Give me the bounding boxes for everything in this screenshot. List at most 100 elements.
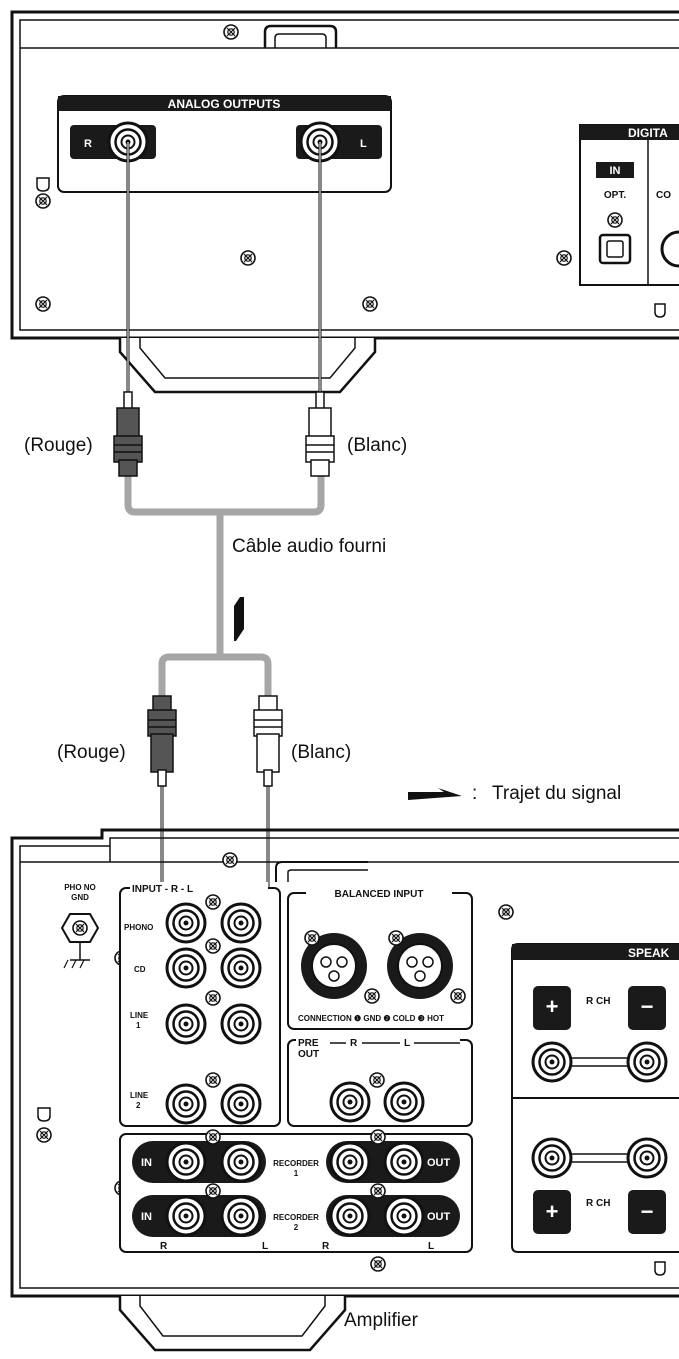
input-cd-l-jack[interactable] [220, 947, 262, 989]
coaxial-port[interactable] [660, 230, 679, 268]
speaker-minus-top-label: − [641, 994, 654, 1019]
recorder-l-label-left: L [262, 1241, 268, 1252]
xlr-jack-r[interactable] [301, 933, 367, 999]
top-red-label: (Rouge) [24, 435, 93, 456]
amplifier-rear-panel: PHO NO GND INPUT - R - L PHONO CD LINE 1… [10, 828, 679, 1352]
screw-icon [205, 1129, 221, 1145]
rec2-in-r-jack[interactable] [165, 1195, 207, 1237]
signal-arrow-down-icon [234, 597, 250, 641]
amplifier-label: Amplifier [344, 1310, 419, 1331]
balanced-input-panel: BALANCED INPUT R L CONNECTION ❶ GND [287, 886, 473, 1030]
input-line2-r-jack[interactable] [165, 1083, 207, 1125]
screw-icon [369, 1072, 385, 1088]
signal-path-legend: : Trajet du signal [408, 783, 621, 804]
input-line2-l-jack[interactable] [220, 1083, 262, 1125]
rec2-out-l-jack[interactable] [383, 1195, 425, 1237]
rec2-out-label: OUT [427, 1211, 451, 1223]
jack-r-label: R [84, 138, 92, 150]
rec1-out-label: OUT [427, 1157, 451, 1169]
legend-signal-path-label: Trajet du signal [492, 783, 621, 804]
phono-gnd-label-1: PHO NO [64, 883, 96, 892]
ground-symbol-icon [654, 1261, 666, 1276]
phono-ground-terminal[interactable]: PHO NO GND [60, 883, 100, 969]
rec1-out-l-jack[interactable] [383, 1141, 425, 1183]
screw-icon [240, 250, 256, 266]
screw-icon [205, 938, 221, 954]
digital-panel: DIGITA IN OPT. CO [579, 124, 679, 318]
recorder-r-label-left: R [160, 1241, 168, 1252]
speaker-minus-top-terminal[interactable] [626, 1041, 668, 1083]
rec1-in-r-jack[interactable] [165, 1141, 207, 1183]
balanced-input-title: BALANCED INPUT [335, 889, 424, 900]
pre-out-r-label: R [350, 1038, 358, 1049]
recorder-panel: IN IN OUT OUT RECORDER 1 RECORDER 2 R L … [119, 1129, 473, 1253]
screw-icon [370, 1183, 386, 1199]
speaker-plus-top-terminal[interactable] [531, 1041, 573, 1083]
speaker-rch-top-label: R CH [586, 996, 610, 1007]
screw-icon [607, 212, 623, 228]
screw-icon [223, 24, 239, 40]
optical-port[interactable] [598, 233, 632, 265]
pre-out-panel: PRE OUT R L [287, 1034, 473, 1127]
screw-icon [364, 988, 380, 1004]
jack-l-label: L [360, 138, 367, 150]
player-foot [118, 338, 377, 394]
speaker-minus-bottom-label: − [641, 1199, 654, 1224]
pre-out-label-2: OUT [298, 1049, 319, 1060]
input-phono-r-jack[interactable] [165, 902, 207, 944]
digital-coax-label: CO [656, 190, 671, 201]
recorder1-label-a: RECORDER [273, 1159, 319, 1168]
digital-opt-label: OPT. [604, 190, 626, 201]
balanced-r-label: R [352, 925, 360, 937]
rec1-in-l-jack[interactable] [220, 1141, 262, 1183]
input-title: INPUT - R - L [132, 884, 193, 895]
plug-white-top [305, 391, 335, 477]
pre-out-r-jack[interactable] [329, 1081, 371, 1123]
signal-arrow-right-icon [408, 788, 462, 800]
cd-player-rear-panel: ANALOG OUTPUTS R L DIGITA IN OPT. CO [10, 10, 679, 394]
input-line1-label-a: LINE [130, 1011, 149, 1020]
input-line1-l-jack[interactable] [220, 1003, 262, 1045]
speaker-plus-bottom-label: + [546, 1199, 559, 1224]
input-phono-l-jack[interactable] [220, 902, 262, 944]
ground-symbol-icon [37, 1107, 51, 1122]
recorder2-label-b: 2 [294, 1223, 299, 1232]
input-line1-r-jack[interactable] [165, 1003, 207, 1045]
legend-colon: : [472, 783, 477, 804]
screw-icon [388, 930, 404, 946]
input-cd-r-jack[interactable] [165, 947, 207, 989]
screw-icon [498, 904, 514, 920]
screw-icon [556, 250, 572, 266]
recorder2-label-a: RECORDER [273, 1213, 319, 1222]
screw-icon [205, 1183, 221, 1199]
screw-icon [36, 1127, 52, 1143]
pre-out-l-jack[interactable] [383, 1081, 425, 1123]
rec2-in-label: IN [141, 1211, 152, 1223]
phono-gnd-label-2: GND [71, 893, 89, 902]
recorder-r-label-right: R [322, 1241, 330, 1252]
digital-in-label: IN [610, 165, 621, 177]
bottom-white-label: (Blanc) [291, 742, 351, 763]
screw-icon [222, 852, 238, 868]
input-line2-label-b: 2 [136, 1101, 141, 1110]
screw-icon [205, 990, 221, 1006]
screw-icon [205, 1072, 221, 1088]
speaker-plus-bottom-terminal[interactable] [531, 1137, 573, 1179]
pre-out-label-1: PRE [298, 1038, 319, 1049]
rec1-out-r-jack[interactable] [329, 1141, 371, 1183]
input-line2-label-a: LINE [130, 1091, 149, 1100]
rec2-in-l-jack[interactable] [220, 1195, 262, 1237]
rec2-out-r-jack[interactable] [329, 1195, 371, 1237]
screw-icon [370, 1256, 386, 1272]
cable-name-label: Câble audio fourni [232, 536, 386, 557]
analog-outputs-panel: ANALOG OUTPUTS R L [57, 95, 392, 193]
plug-red-bottom [147, 695, 177, 787]
plug-red-top [113, 391, 143, 477]
speaker-panel: SPEAK + − R CH + − R CH [511, 943, 679, 1253]
speaker-minus-bottom-terminal[interactable] [626, 1137, 668, 1179]
xlr-jack-l[interactable] [387, 933, 453, 999]
screw-icon [362, 296, 378, 312]
input-panel: INPUT - R - L PHONO CD LINE 1 LINE 2 [119, 882, 281, 1127]
input-cd-label: CD [134, 965, 146, 974]
screw-icon [450, 988, 466, 1004]
